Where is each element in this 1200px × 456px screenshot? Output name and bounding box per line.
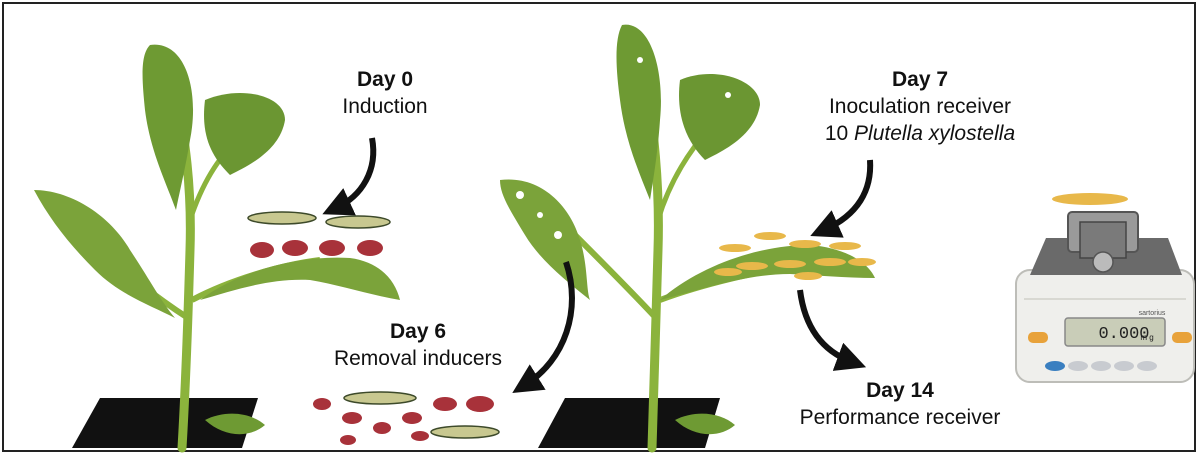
balance-button <box>1045 361 1065 371</box>
plant-left <box>34 44 400 453</box>
leaf <box>34 190 175 318</box>
arrow-induction <box>322 137 377 216</box>
balance-button <box>1172 332 1192 343</box>
pot-left <box>72 398 258 448</box>
label-inoculation: Day 7 Inoculation receiver 10 Plutella x… <box>800 66 1040 147</box>
arrows <box>322 137 874 393</box>
label-induction: Day 0 Induction <box>320 66 450 120</box>
day-label: Day 14 <box>866 379 934 402</box>
balance-button <box>1068 361 1088 371</box>
balance-button <box>1091 361 1111 371</box>
species-line: 10 Plutella xylostella <box>800 120 1040 147</box>
leaf <box>500 179 590 300</box>
day-label: Day 0 <box>356 68 414 91</box>
leaf <box>200 257 400 300</box>
label-removal: Day 6 Removal inducers <box>318 318 518 372</box>
larvae-middle <box>714 232 876 280</box>
step-text: Inoculation receiver <box>828 95 1012 118</box>
balance-brand: sartorius <box>1139 310 1166 317</box>
pot-middle <box>538 398 720 448</box>
leaf <box>675 413 735 435</box>
balance-unit: m g <box>1140 333 1153 342</box>
balance-button <box>1028 332 1048 343</box>
leaf <box>204 92 285 175</box>
balance-button <box>1114 361 1134 371</box>
leaf <box>205 413 265 435</box>
label-performance: Day 14 Performance receiver <box>790 377 1010 431</box>
balance-display <box>1064 317 1166 347</box>
species-name: Plutella xylostella <box>854 122 1016 145</box>
larva-count: 10 <box>824 122 849 145</box>
leaf <box>142 44 194 210</box>
weighed-larva <box>1052 193 1128 205</box>
removed-inducers <box>313 391 500 445</box>
day-label: Day 7 <box>891 68 949 91</box>
day-label: Day 6 <box>389 320 447 343</box>
caterpillars-left <box>247 211 391 229</box>
step-text: Removal inducers <box>333 347 503 370</box>
step-text: Performance receiver <box>799 406 1001 429</box>
balance-reading: 0.000 <box>1098 325 1149 344</box>
balance: 0.000 m g sartorius <box>1015 193 1195 383</box>
arrow-inoculation <box>810 159 874 238</box>
leaf <box>679 74 760 160</box>
leaf <box>616 24 661 200</box>
balance-button <box>1137 361 1157 371</box>
arrow-removal <box>512 261 575 393</box>
arrow-performance <box>797 289 867 371</box>
step-text: Induction <box>342 95 428 118</box>
aphids-left <box>250 240 383 258</box>
